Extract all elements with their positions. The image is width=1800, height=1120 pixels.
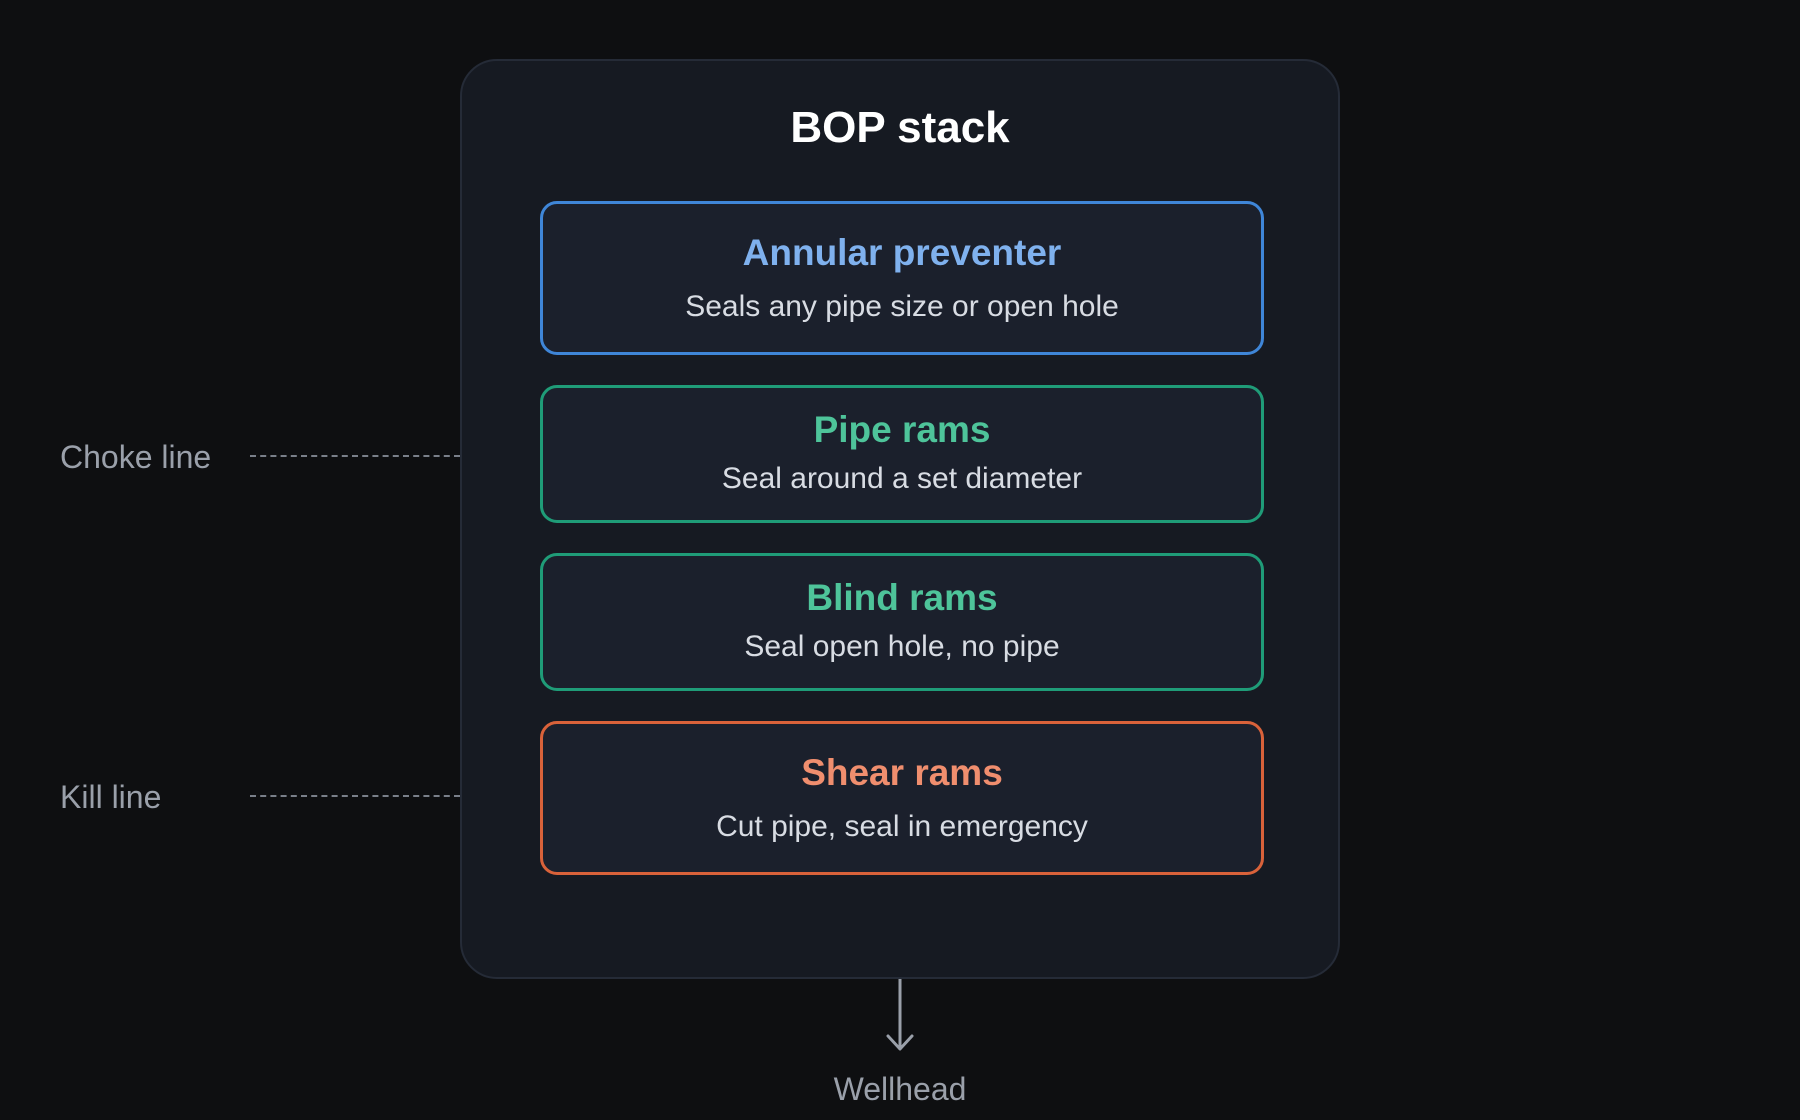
component-blind-rams: Blind rams Seal open hole, no pipe — [540, 553, 1264, 691]
component-pipe-rams: Pipe rams Seal around a set diameter — [540, 385, 1264, 523]
kill-line-label: Kill line — [60, 779, 162, 815]
component-name: Annular preventer — [742, 232, 1062, 273]
kill-line-connector — [250, 795, 460, 797]
bop-stack: BOP stack Annular preventer Seals any pi… — [460, 59, 1340, 979]
choke-line-label: Choke line — [60, 439, 212, 475]
component-description: Seals any pipe size or open hole — [685, 290, 1119, 323]
component-name: Shear rams — [801, 752, 1003, 793]
wellhead-label: Wellhead — [833, 1071, 967, 1107]
component-name: Blind rams — [806, 577, 998, 618]
component-annular-preventer: Annular preventer Seals any pipe size or… — [540, 201, 1264, 355]
component-name: Pipe rams — [813, 409, 991, 450]
down-arrow-icon — [886, 979, 914, 1051]
component-description: Seal open hole, no pipe — [744, 630, 1060, 663]
stack-title: BOP stack — [790, 103, 1010, 152]
component-description: Cut pipe, seal in emergency — [716, 810, 1088, 843]
component-description: Seal around a set diameter — [721, 462, 1083, 495]
component-shear-rams: Shear rams Cut pipe, seal in emergency — [540, 721, 1264, 875]
choke-line-connector — [250, 455, 460, 457]
